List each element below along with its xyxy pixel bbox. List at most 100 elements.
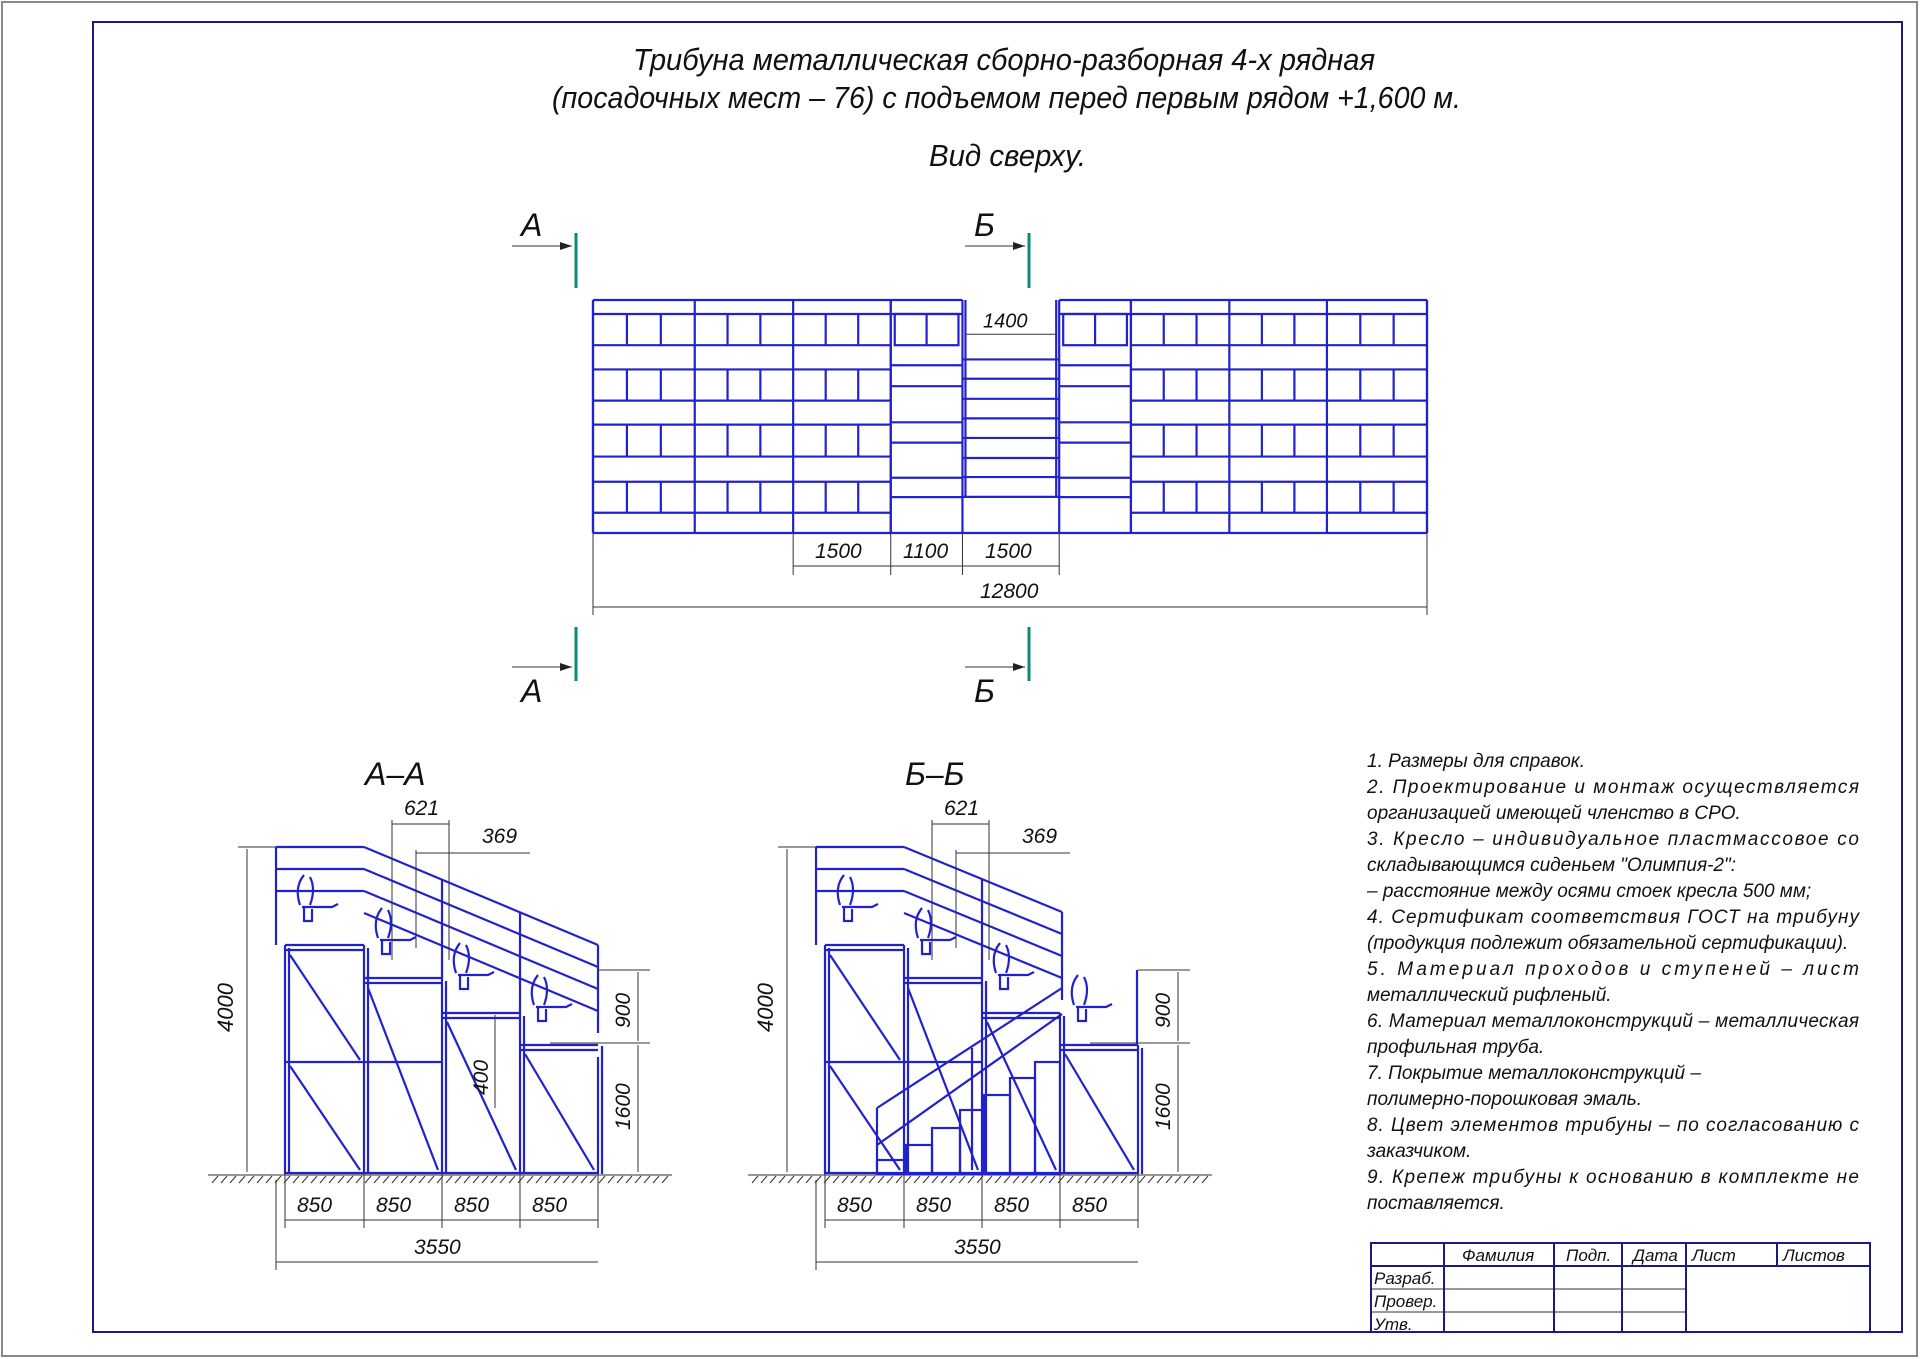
title-line-2: (посадочных мест – 76) с подъемом перед … xyxy=(552,80,1461,115)
ground-hatch xyxy=(940,1175,948,1184)
notes: 1. Размеры для справок. 2. Проектирование… xyxy=(1366,751,1861,1214)
dim-4000-label: 4000 xyxy=(753,982,778,1032)
ground-hatch xyxy=(571,1175,579,1184)
sloped-rail xyxy=(363,845,599,947)
ground-hatch xyxy=(868,1175,876,1184)
ground-hatch xyxy=(346,1175,354,1184)
ground-hatch xyxy=(373,1175,381,1184)
ground-hatch xyxy=(841,1175,849,1184)
title-block-header: Подп. xyxy=(1566,1246,1611,1265)
ground-hatch xyxy=(616,1175,624,1184)
title-block-header: Дата xyxy=(1631,1246,1678,1265)
dim-1600-label: 1600 xyxy=(1152,1083,1175,1130)
ground-hatch xyxy=(1192,1175,1200,1184)
section-label: А–А xyxy=(363,756,425,792)
ground-hatch xyxy=(778,1175,786,1184)
ground-hatch xyxy=(535,1175,543,1184)
note-line: складывающимся сиденьем "Олимпия-2": xyxy=(1367,855,1736,876)
dim-621-label: 621 xyxy=(404,797,439,820)
diagonal-brace xyxy=(524,1053,595,1171)
ground-hatch xyxy=(1120,1175,1128,1184)
ground-hatch xyxy=(1003,1175,1011,1184)
dim-1100-label: 1100 xyxy=(903,540,948,563)
diagonal-brace xyxy=(906,987,980,1171)
section-label: Б–Б xyxy=(905,756,964,792)
sloped-rail xyxy=(363,867,599,969)
title-block-row-label: Провер. xyxy=(1374,1292,1437,1311)
title: Трибуна металлическая сборно-разборная 4… xyxy=(552,42,1461,173)
ground-hatch xyxy=(562,1175,570,1184)
note-line: заказчиком. xyxy=(1366,1141,1471,1162)
ground-hatch xyxy=(1048,1175,1056,1184)
diagonal-brace xyxy=(366,987,440,1171)
ground-hatch xyxy=(1138,1175,1146,1184)
ground-hatch xyxy=(1066,1175,1074,1184)
dim-3550-label: 3550 xyxy=(414,1236,461,1259)
note-line: 1. Размеры для справок. xyxy=(1367,751,1585,772)
dim-1600-label: 1600 xyxy=(612,1083,635,1130)
note-line: металлический рифленый. xyxy=(1367,985,1612,1006)
ground-hatch xyxy=(913,1175,921,1184)
ground-hatch xyxy=(463,1175,471,1184)
seat-chair-icon xyxy=(530,974,573,1023)
dim-4000-label: 4000 xyxy=(213,982,238,1032)
title-line-1: Трибуна металлическая сборно-разборная 4… xyxy=(633,42,1375,77)
view-title: Вид сверху. xyxy=(929,138,1086,173)
ground-hatch xyxy=(1174,1175,1182,1184)
ground-hatch xyxy=(904,1175,912,1184)
ground-hatch xyxy=(805,1175,813,1184)
ground-hatch xyxy=(1093,1175,1101,1184)
section-letter-bottom: А xyxy=(519,673,542,709)
ground-hatch xyxy=(400,1175,408,1184)
ground-hatch xyxy=(751,1175,759,1184)
note-line: 8. Цвет элементов трибуны – по согласова… xyxy=(1367,1115,1860,1136)
ground-hatch xyxy=(958,1175,966,1184)
ground-hatch xyxy=(517,1175,525,1184)
ground-hatch xyxy=(499,1175,507,1184)
arrow-head-icon xyxy=(560,242,572,250)
ground-hatch xyxy=(418,1175,426,1184)
seat-chair-icon xyxy=(296,874,339,923)
note-line: – расстояние между осями стоек кресла 50… xyxy=(1366,881,1811,902)
dim-400-label: 400 xyxy=(470,1060,493,1095)
stair-step xyxy=(904,1143,934,1176)
ground-hatch xyxy=(238,1175,246,1184)
title-block-row-label: Утв. xyxy=(1373,1315,1413,1334)
dim-850-label: 850 xyxy=(1072,1194,1107,1217)
ground-hatch xyxy=(1147,1175,1155,1184)
ground-hatch xyxy=(337,1175,345,1184)
title-block-row-label: Разраб. xyxy=(1374,1269,1436,1288)
ground-hatch xyxy=(1012,1175,1020,1184)
ground-hatch xyxy=(1102,1175,1110,1184)
ground-hatch xyxy=(931,1175,939,1184)
note-line: полимерно-порошковая эмаль. xyxy=(1367,1089,1642,1110)
ground-hatch xyxy=(1165,1175,1173,1184)
stair-step xyxy=(1008,1076,1037,1176)
diagonal-brace xyxy=(289,1065,361,1171)
ground-hatch xyxy=(427,1175,435,1184)
ground-hatch xyxy=(328,1175,336,1184)
arrow-head-icon xyxy=(1013,663,1025,671)
ground-hatch xyxy=(994,1175,1002,1184)
dim-850-label: 850 xyxy=(532,1194,567,1217)
ground-hatch xyxy=(922,1175,930,1184)
note-line: 2. Проектирование и монтаж осуществляетс… xyxy=(1366,777,1859,798)
ground-hatch xyxy=(490,1175,498,1184)
dim-1500-left-label: 1500 xyxy=(815,540,862,563)
note-line: профильная труба. xyxy=(1367,1037,1544,1058)
dim-369-label: 369 xyxy=(1022,825,1057,848)
dim-total-label: 12800 xyxy=(980,580,1039,603)
ground-hatch xyxy=(1075,1175,1083,1184)
section-letter-top: Б xyxy=(974,207,995,243)
ground-hatch xyxy=(319,1175,327,1184)
seat-chair-icon xyxy=(992,942,1035,991)
dim-1500-right-label: 1500 xyxy=(985,540,1032,563)
ground-hatch xyxy=(301,1175,309,1184)
ground-hatch xyxy=(310,1175,318,1184)
ground-hatch xyxy=(292,1175,300,1184)
ground-hatch xyxy=(625,1175,633,1184)
